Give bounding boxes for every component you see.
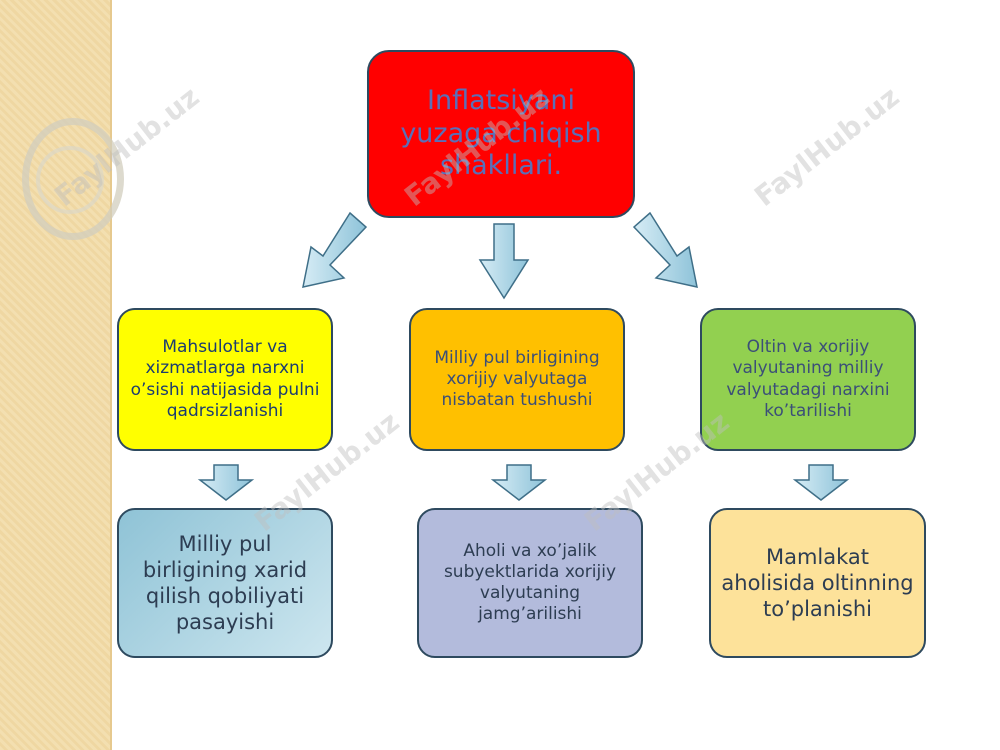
decorative-sidebar	[0, 0, 124, 750]
middle-node-1: Mahsulotlar va xizmatlarga narxni o’sish…	[117, 308, 333, 451]
middle-node-3-text: Oltin va xorijiy valyutaning milliy valy…	[726, 337, 890, 421]
decorative-ring	[22, 118, 124, 240]
arrow-down-small-1	[197, 464, 255, 501]
middle-node-3: Oltin va xorijiy valyutaning milliy valy…	[700, 308, 916, 451]
middle-node-1-text: Mahsulotlar va xizmatlarga narxni o’sish…	[130, 337, 320, 421]
root-node-text: Inflatsiyani yuzaga chiqish shakllari.	[400, 85, 602, 182]
root-node: Inflatsiyani yuzaga chiqish shakllari.	[367, 50, 635, 218]
bottom-node-3-text: Mamlakat aholisida oltinning to’planishi	[721, 544, 914, 622]
arrow-down-small-3	[792, 464, 850, 501]
bottom-node-1: Milliy pul birligining xarid qilish qobi…	[117, 508, 333, 658]
bottom-node-3: Mamlakat aholisida oltinning to’planishi	[709, 508, 926, 658]
bottom-node-2-text: Aholi va xo’jalik subyektlarida xorijiy …	[443, 540, 617, 625]
arrow-down-left	[302, 211, 368, 288]
middle-node-2: Milliy pul birligining xorijiy valyutaga…	[409, 308, 625, 451]
middle-node-2-text: Milliy pul birligining xorijiy valyutaga…	[434, 347, 600, 411]
arrow-down-center	[478, 223, 530, 300]
bottom-node-2: Aholi va xo’jalik subyektlarida xorijiy …	[417, 508, 643, 658]
arrow-down-right	[632, 211, 698, 288]
decorative-ring-inner	[36, 146, 104, 214]
arrow-down-small-2	[490, 464, 548, 501]
bottom-node-1-text: Milliy pul birligining xarid qilish qobi…	[142, 531, 308, 635]
